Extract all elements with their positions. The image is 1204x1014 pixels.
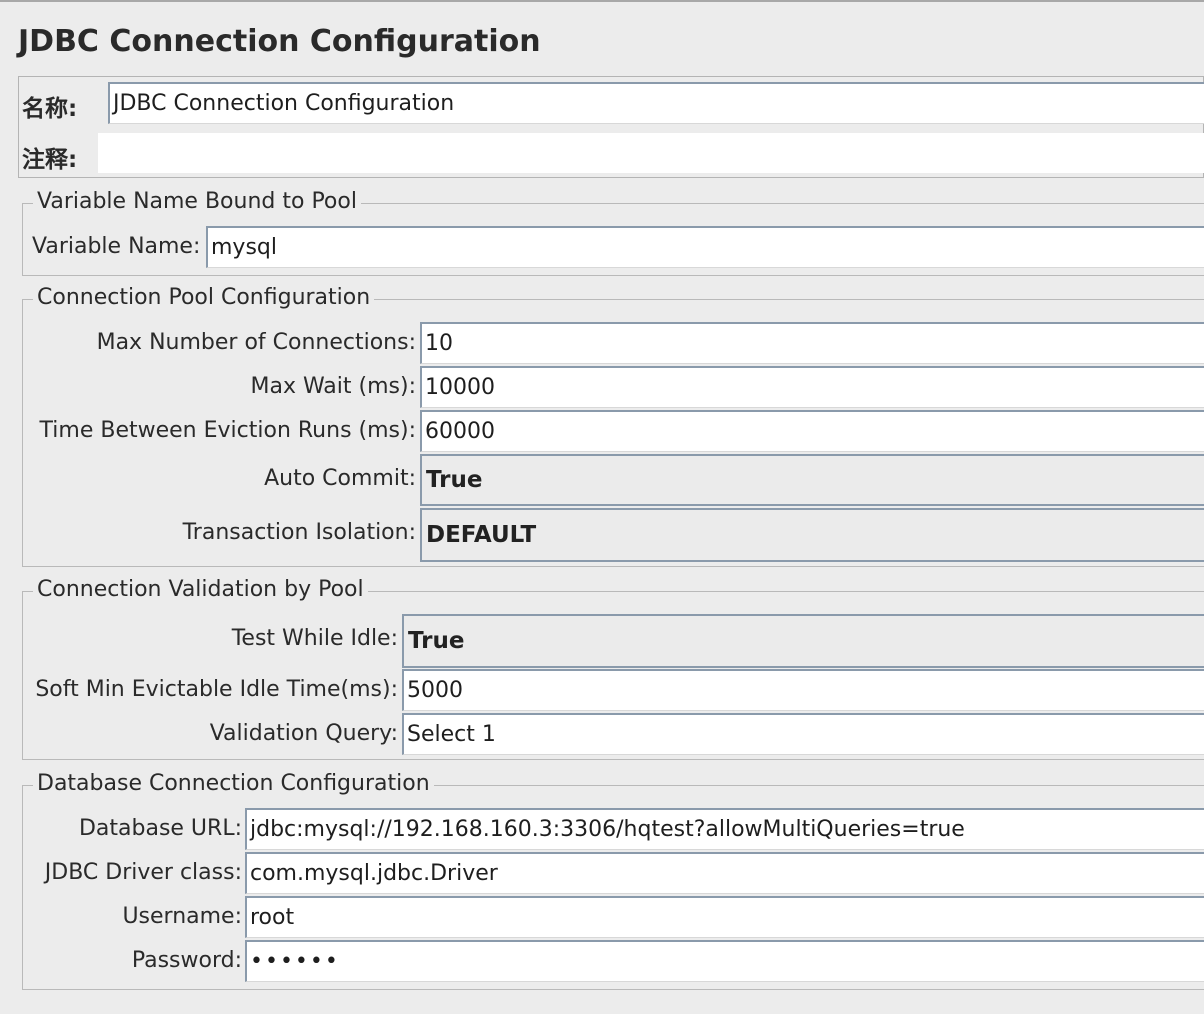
test-while-idle-label: Test While Idle:: [231, 626, 398, 651]
max-wait-label: Max Wait (ms):: [250, 374, 416, 399]
comment-label: 注释:: [22, 147, 78, 173]
variable-name-label: Variable Name:: [32, 234, 201, 259]
pool-section-legend: Connection Pool Configuration: [33, 285, 375, 310]
eviction-runs-label: Time Between Eviction Runs (ms):: [39, 418, 416, 443]
max-wait-field[interactable]: 10000: [420, 366, 1204, 408]
validation-section-legend: Connection Validation by Pool: [33, 577, 368, 602]
database-connection-section: Database Connection Configuration: [22, 771, 1204, 990]
connection-pool-section: Connection Pool Configuration: [22, 285, 1204, 567]
top-border: [0, 0, 1204, 2]
variable-name-section: Variable Name Bound to Pool: [22, 189, 1204, 276]
name-label: 名称:: [22, 96, 78, 122]
soft-min-idle-label: Soft Min Evictable Idle Time(ms):: [35, 677, 398, 702]
connection-validation-section: Connection Validation by Pool: [22, 577, 1204, 760]
database-url-field[interactable]: jdbc:mysql://192.168.160.3:3306/hqtest?a…: [245, 808, 1204, 850]
transaction-isolation-select[interactable]: DEFAULT: [420, 508, 1204, 562]
username-field[interactable]: root: [245, 896, 1204, 938]
jdbc-driver-field[interactable]: com.mysql.jdbc.Driver: [245, 852, 1204, 894]
username-label: Username:: [122, 904, 242, 929]
name-field[interactable]: JDBC Connection Configuration: [108, 82, 1204, 124]
variable-name-field[interactable]: mysql: [206, 226, 1204, 268]
comment-field[interactable]: [98, 133, 1204, 173]
variable-section-legend: Variable Name Bound to Pool: [33, 189, 361, 214]
validation-query-label: Validation Query:: [209, 721, 398, 746]
auto-commit-select[interactable]: True: [420, 454, 1204, 506]
max-connections-field[interactable]: 10: [420, 322, 1204, 364]
max-connections-label: Max Number of Connections:: [96, 330, 416, 355]
soft-min-idle-field[interactable]: 5000: [402, 669, 1204, 711]
transaction-isolation-label: Transaction Isolation:: [182, 520, 416, 545]
password-label: Password:: [131, 948, 242, 973]
validation-query-field[interactable]: Select 1: [402, 713, 1204, 755]
password-field[interactable]: ••••••: [245, 940, 1204, 982]
test-while-idle-select[interactable]: True: [402, 614, 1204, 668]
jdbc-driver-label: JDBC Driver class:: [44, 860, 242, 885]
database-section-legend: Database Connection Configuration: [33, 771, 434, 796]
database-url-label: Database URL:: [78, 816, 242, 841]
page-title: JDBC Connection Configuration: [18, 24, 541, 59]
eviction-runs-field[interactable]: 60000: [420, 410, 1204, 452]
auto-commit-label: Auto Commit:: [264, 466, 416, 491]
